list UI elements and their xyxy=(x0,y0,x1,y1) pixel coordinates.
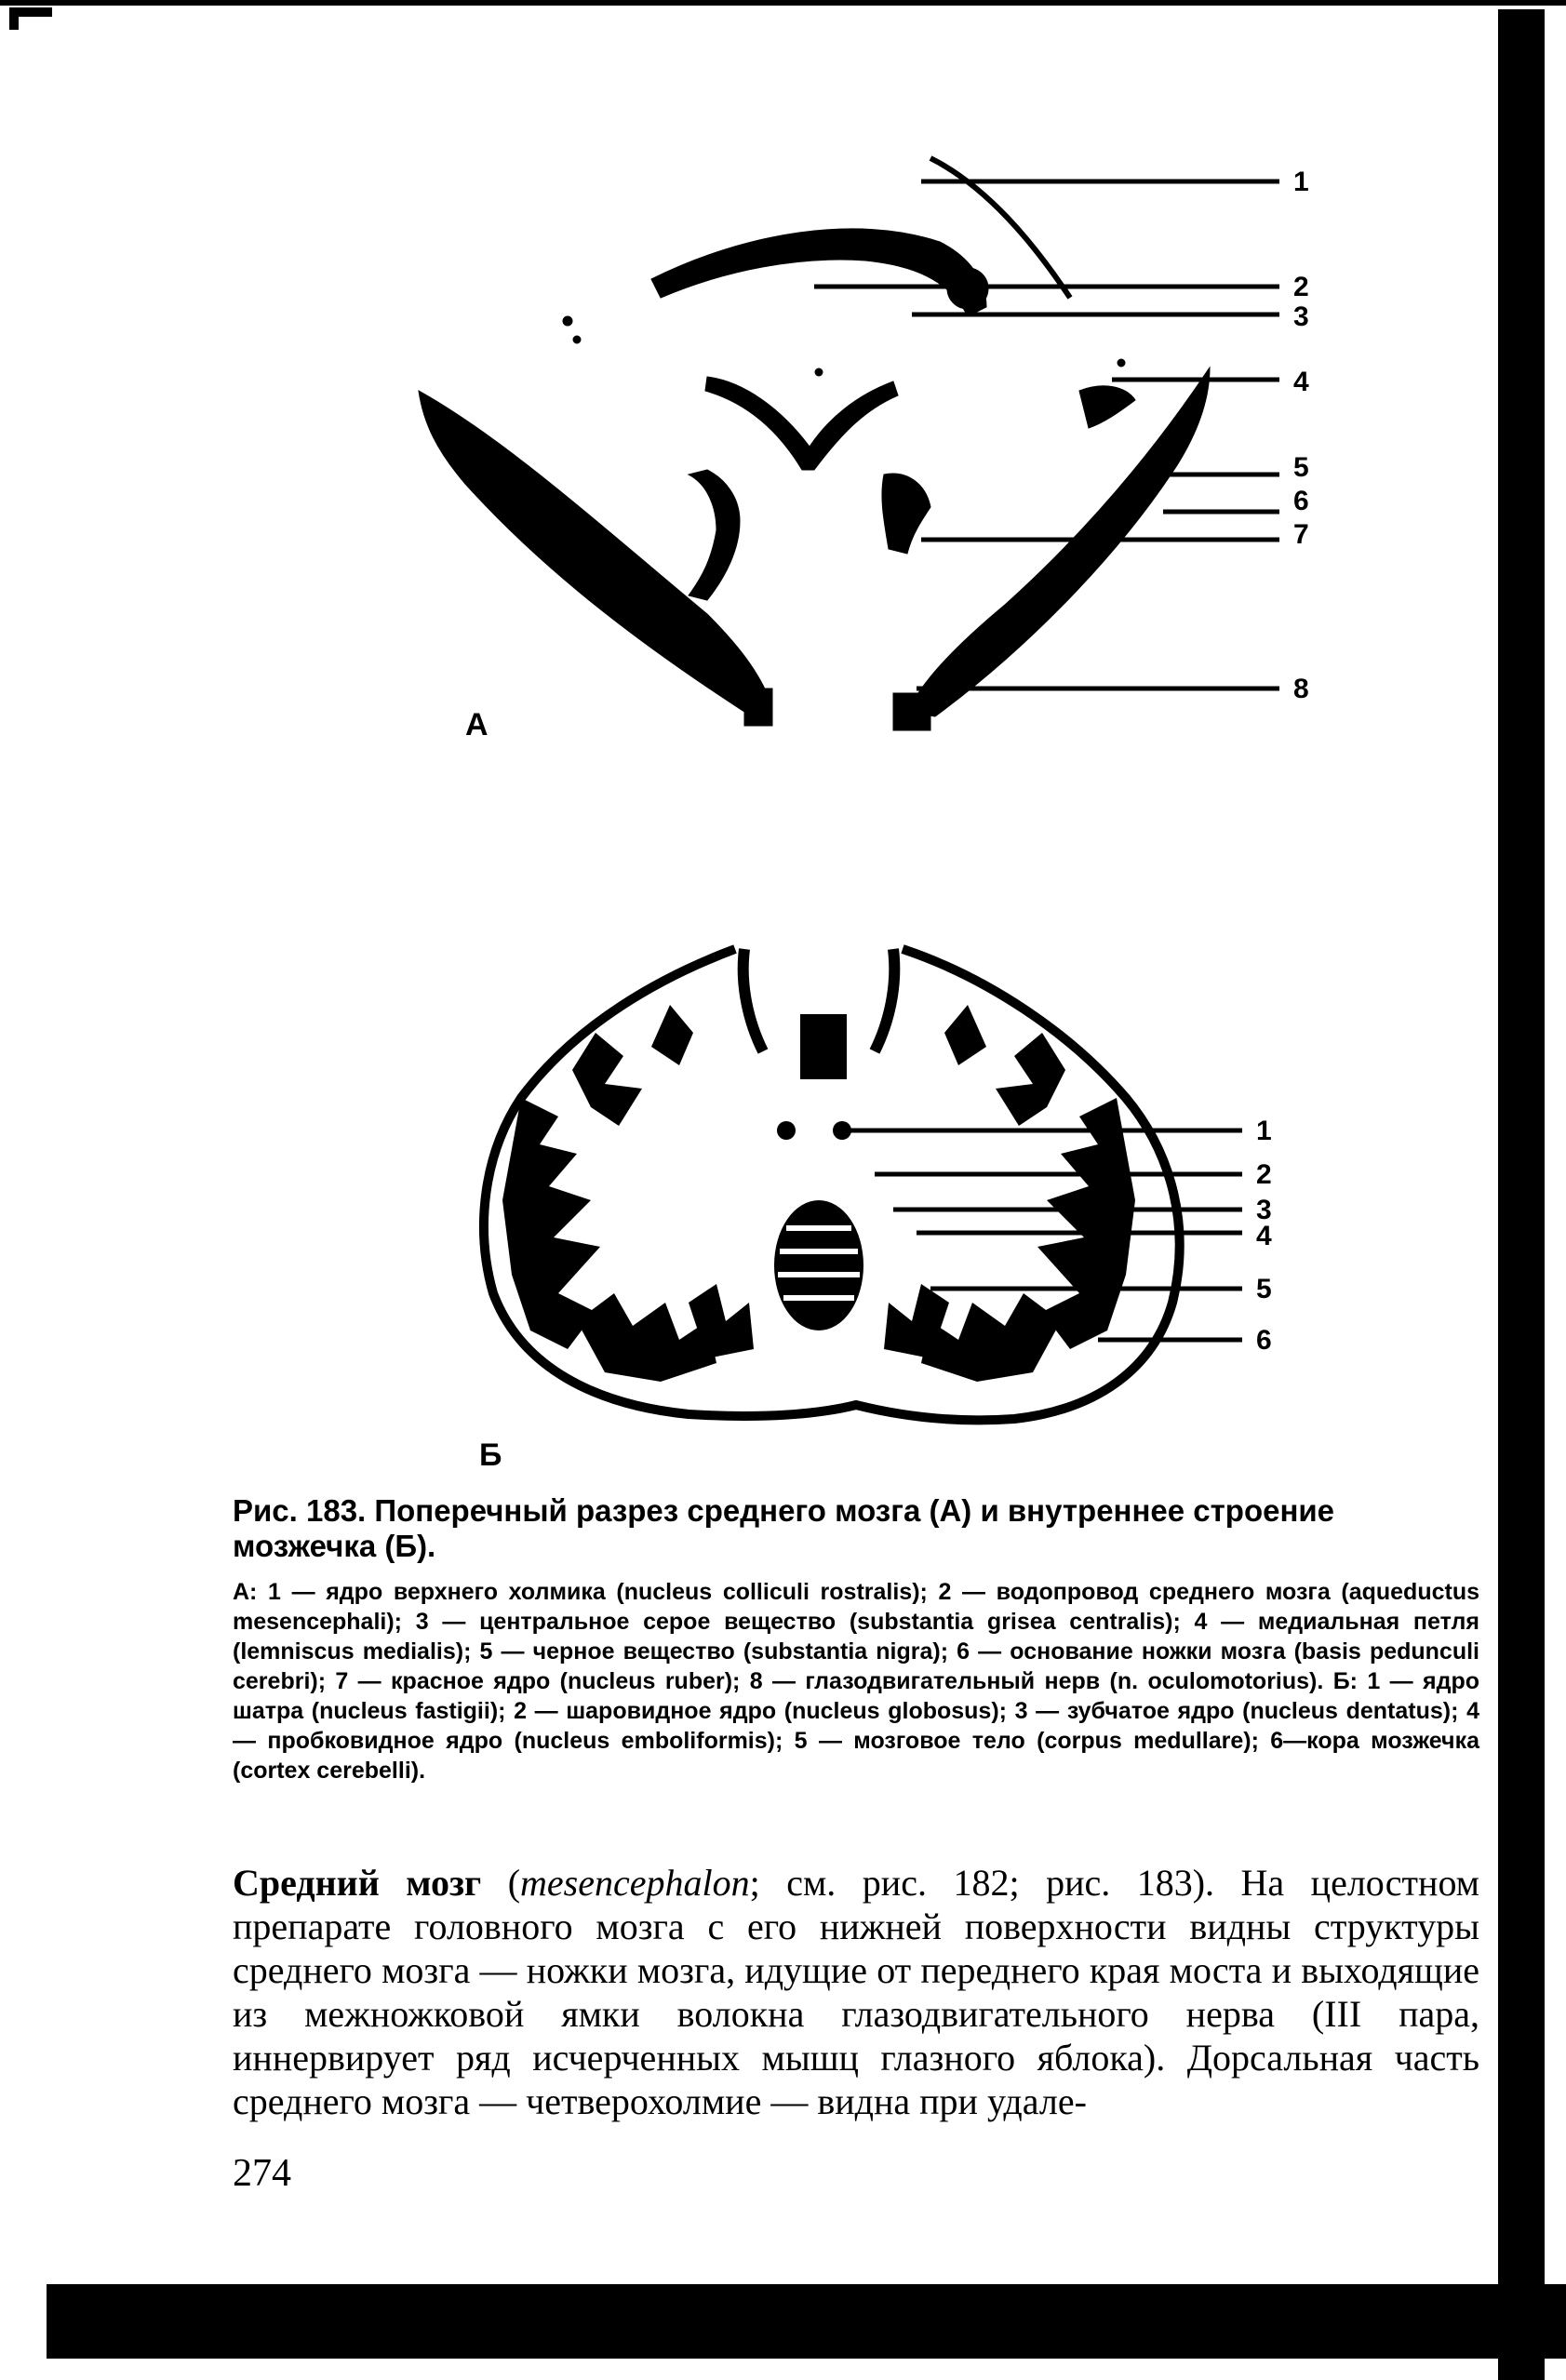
figure-a-labels: 1 2 3 4 5 6 7 8 А xyxy=(465,167,1309,742)
figure-a-panel-label: А xyxy=(465,707,489,742)
section-heading: Средний мозг xyxy=(233,1862,482,1904)
paragraph-text: (mesencephalon; см. рис. 182; рис. 183).… xyxy=(233,1862,1479,2122)
scan-bottom-edge xyxy=(47,2284,1566,2359)
scan-corner-mark xyxy=(9,7,52,30)
figure-a-label-5: 5 xyxy=(1293,452,1309,483)
figure-b-label-2: 2 xyxy=(1256,1159,1272,1190)
figure-b-label-1: 1 xyxy=(1256,1116,1272,1146)
page-number: 274 xyxy=(233,2152,291,2195)
figure-b-drawing xyxy=(479,944,1242,1425)
figure-illustration: 1 2 3 4 5 6 7 8 А xyxy=(418,155,1309,1473)
figure-a-drawing xyxy=(418,155,1279,731)
figure-a-label-7: 7 xyxy=(1293,519,1309,550)
figure-a-label-3: 3 xyxy=(1293,301,1309,332)
caption-title: Рис. 183. Поперечный разрез среднего моз… xyxy=(233,1493,1335,1563)
figure-b-label-3: 3 xyxy=(1256,1195,1272,1225)
scan-right-edge xyxy=(1498,9,1545,2380)
figure-b-labels: 1 2 3 4 5 6 Б xyxy=(479,1116,1272,1473)
figure-a-label-2: 2 xyxy=(1293,272,1309,302)
figure-b-panel-label: Б xyxy=(479,1437,502,1473)
figure-a-label-8: 8 xyxy=(1293,674,1309,704)
figure-a-label-4: 4 xyxy=(1293,367,1309,397)
body-paragraph: Средний мозг (mesencephalon; см. рис. 18… xyxy=(233,1861,1479,2123)
latin-term: mesencephalon xyxy=(520,1862,750,1904)
caption-legend: А: 1 — ядро верхнего холмика (nucleus co… xyxy=(233,1579,1479,1784)
figure-b-label-6: 6 xyxy=(1256,1325,1272,1356)
figure-a-label-1: 1 xyxy=(1293,167,1309,197)
scan-top-edge xyxy=(0,0,1566,6)
figure-b-label-5: 5 xyxy=(1256,1274,1272,1304)
figure-a-label-6: 6 xyxy=(1293,486,1309,516)
figure-caption: Рис. 183. Поперечный разрез среднего моз… xyxy=(233,1493,1479,1785)
figure-b-label-4: 4 xyxy=(1256,1221,1272,1251)
